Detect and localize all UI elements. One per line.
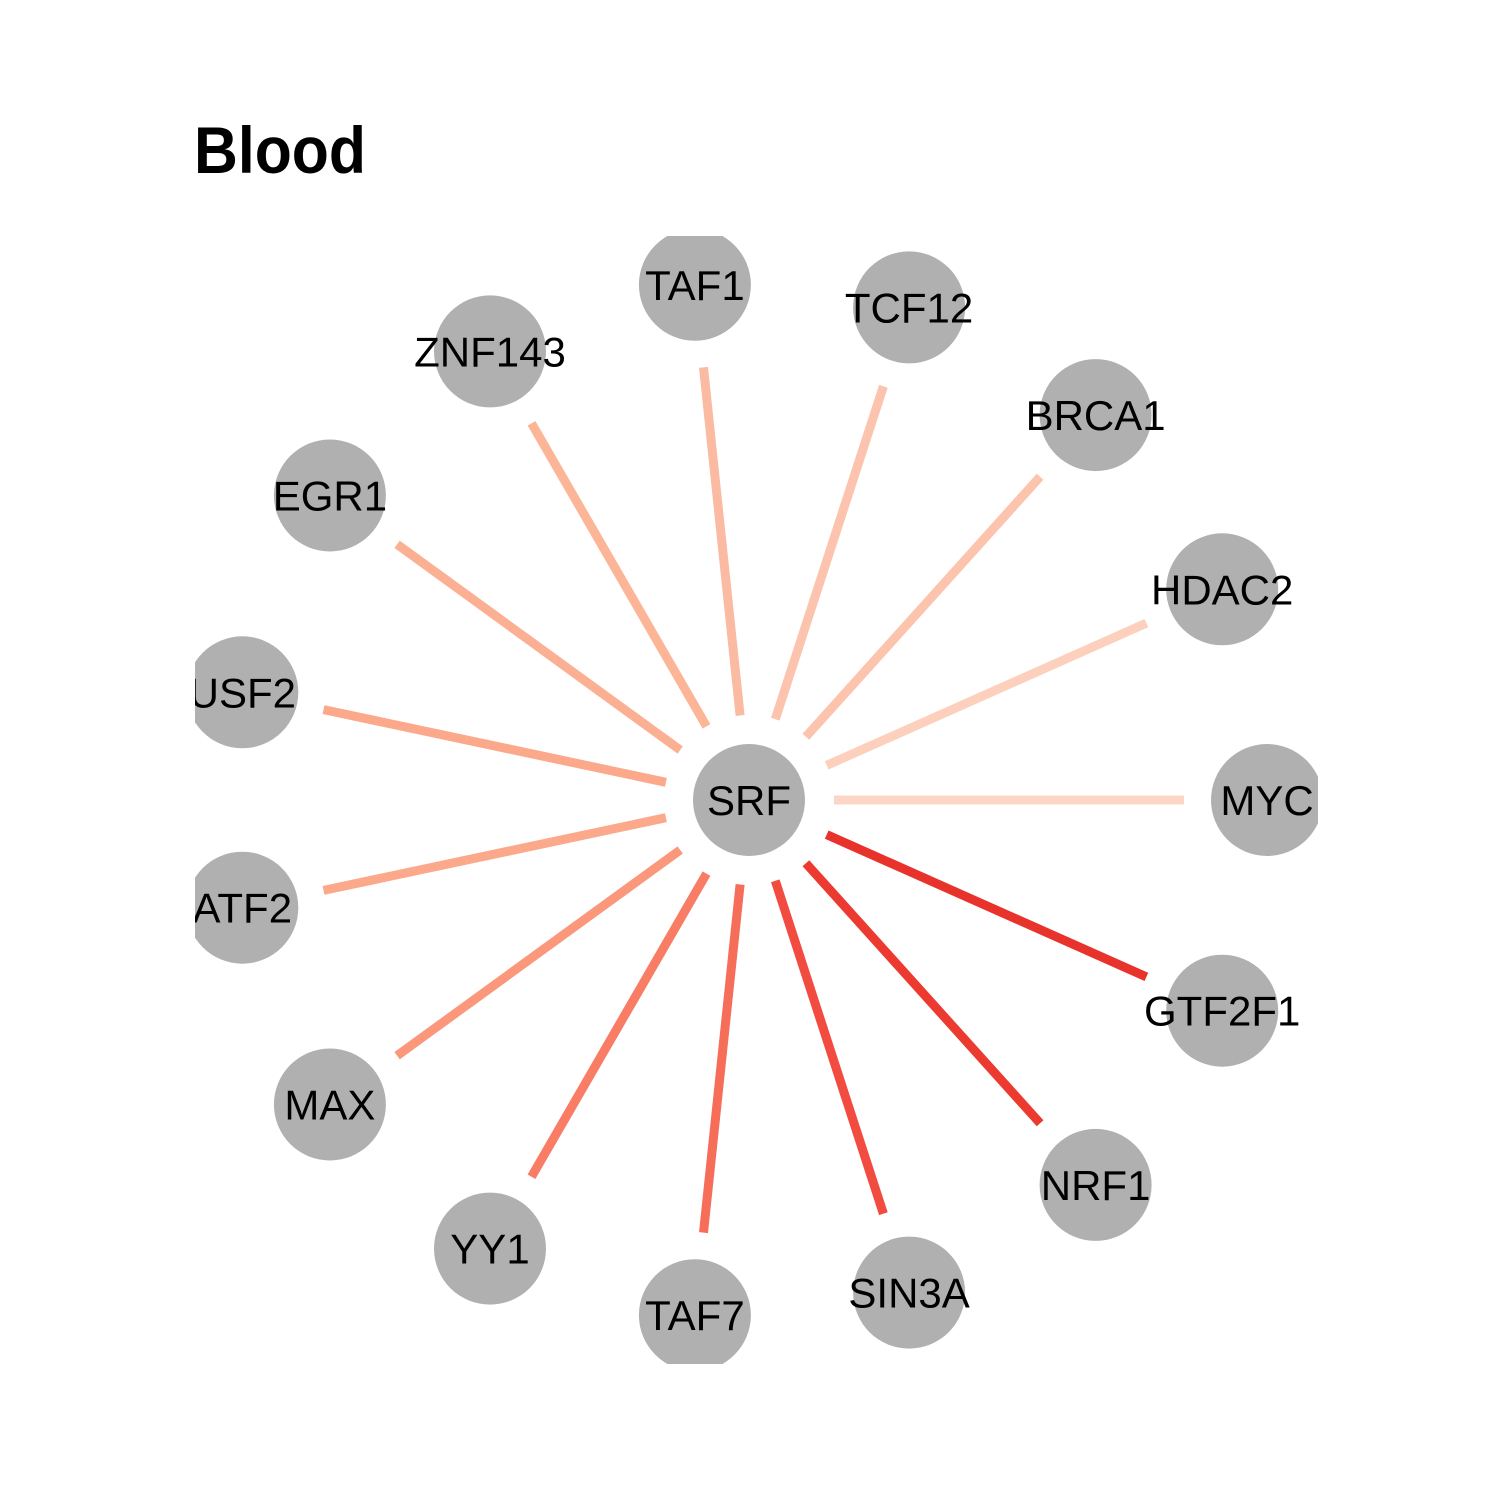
- node-max-label: MAX: [284, 1082, 375, 1129]
- edge-srf-usf2: [322, 705, 667, 787]
- node-taf1-circle: [638, 236, 751, 341]
- node-brca1-label: BRCA1: [1026, 392, 1166, 439]
- node-taf7-circle: [638, 1259, 751, 1364]
- node-tcf12-label: TCF12: [845, 284, 973, 331]
- node-myc: MYC: [1211, 744, 1318, 856]
- node-usf2-label: USF2: [189, 669, 296, 716]
- node-atf2-label: ATF2: [193, 885, 293, 932]
- edge-srf-max: [394, 846, 683, 1060]
- edge-srf-atf2: [322, 813, 667, 895]
- node-usf2: USF2: [189, 636, 299, 749]
- node-myc-label: MYC: [1220, 777, 1313, 824]
- edge-srf-hdac2: [824, 618, 1149, 770]
- node-sin3a: SIN3A: [848, 1236, 970, 1349]
- node-taf7: TAF7: [638, 1259, 751, 1364]
- edge-layer: [322, 366, 1184, 1234]
- node-nrf1: NRF1: [1039, 1128, 1152, 1241]
- node-znf143-label: ZNF143: [414, 328, 566, 375]
- edge-srf-brca1: [802, 473, 1044, 740]
- node-sin3a-label: SIN3A: [848, 1270, 969, 1317]
- node-layer: MYC HDAC2 BRCA1 TCF12 TAF1ZNF143EGR1USF2ATF2…: [189, 236, 1318, 1364]
- node-nrf1-circle: [1039, 1128, 1152, 1241]
- node-hdac2-label: HDAC2: [1151, 566, 1293, 613]
- node-yy1-label: YY1: [450, 1226, 529, 1273]
- node-gtf2f1: GTF2F1: [1144, 954, 1300, 1067]
- node-egr1-circle: [273, 439, 386, 552]
- node-znf143: ZNF143: [414, 295, 566, 408]
- edge-srf-egr1: [394, 540, 683, 754]
- edge-srf-taf7: [699, 884, 745, 1234]
- node-hub-srf: SRF: [693, 744, 805, 856]
- node-yy1: YY1: [434, 1192, 546, 1305]
- node-tcf12: TCF12: [845, 251, 973, 364]
- node-brca1-circle: [1039, 359, 1152, 472]
- node-gtf2f1-circle: [1166, 954, 1279, 1067]
- node-usf2-circle: [195, 636, 299, 749]
- node-brca1: BRCA1: [1026, 359, 1166, 472]
- node-taf7-label: TAF7: [645, 1292, 745, 1339]
- node-taf1-label: TAF1: [645, 262, 745, 309]
- node-atf2-circle: [195, 851, 299, 964]
- node-gtf2f1-label: GTF2F1: [1144, 988, 1300, 1035]
- node-znf143-circle: [434, 295, 546, 408]
- chart-title: Blood: [194, 113, 366, 187]
- node-hdac2: HDAC2: [1151, 533, 1293, 646]
- node-nrf1-label: NRF1: [1041, 1162, 1151, 1209]
- edge-srf-yy1: [527, 871, 711, 1179]
- node-atf2: ATF2: [193, 851, 299, 964]
- node-taf1: TAF1: [638, 236, 751, 341]
- edge-srf-gtf2f1: [824, 830, 1149, 982]
- node-hdac2-circle: [1166, 533, 1279, 646]
- node-egr1: EGR1: [273, 439, 387, 552]
- node-sin3a-circle: [853, 1236, 966, 1349]
- edge-srf-nrf1: [802, 860, 1044, 1127]
- node-egr1-label: EGR1: [273, 473, 387, 520]
- node-tcf12-circle: [853, 251, 966, 364]
- node-hub-srf-circle: [693, 744, 805, 856]
- node-myc-circle: [1211, 744, 1318, 856]
- edge-srf-znf143: [527, 421, 711, 729]
- node-hub-srf-label: SRF: [707, 777, 791, 824]
- edge-srf-tcf12: [771, 384, 888, 721]
- node-yy1-circle: [434, 1192, 546, 1305]
- edge-srf-taf1: [699, 366, 745, 716]
- edge-srf-sin3a: [771, 879, 888, 1216]
- node-max-circle: [273, 1048, 386, 1161]
- node-max: MAX: [273, 1048, 386, 1161]
